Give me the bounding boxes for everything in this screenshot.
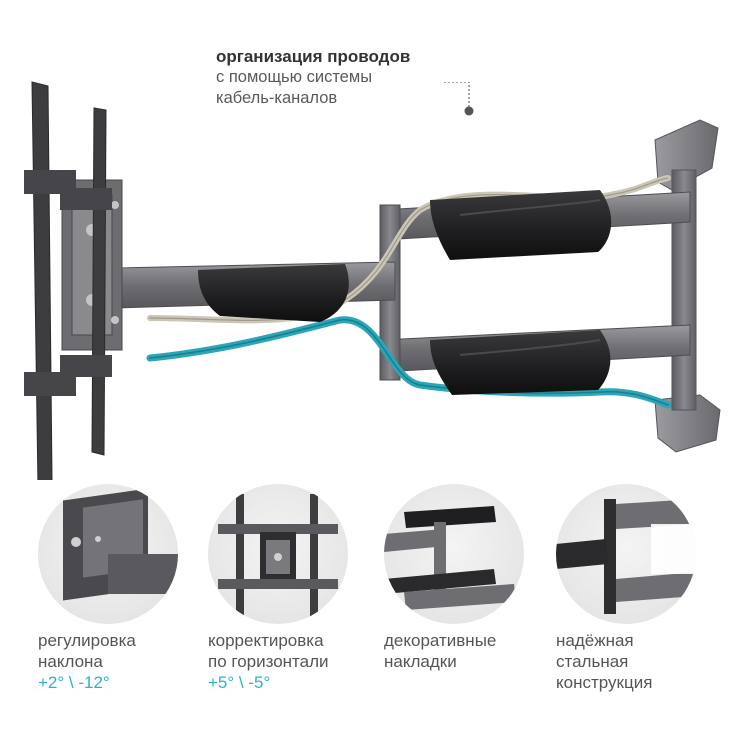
cables — [146, 175, 672, 409]
feature-tilt-label-2: наклона — [38, 652, 103, 671]
callout-line-2: кабель-каналов — [216, 89, 338, 107]
feature-steel-label-2: стальная — [556, 652, 629, 671]
feature-steel-label-3: конструкция — [556, 673, 653, 692]
cable-management-callout: организация проводов с помощью системы к… — [216, 46, 410, 109]
tv-rails — [24, 81, 112, 480]
feature-tilt: регулировка наклона +2° \ -12° — [38, 484, 188, 693]
feature-tilt-image — [38, 484, 178, 624]
feature-covers-label-1: декоративные — [384, 631, 497, 650]
tv-wall-mount-illustration — [24, 81, 721, 480]
feature-covers: декоративные накладки — [384, 484, 534, 672]
callout-leader-line — [444, 82, 474, 116]
feature-horizontal-label-1: корректировка — [208, 631, 324, 650]
feature-horizontal-image — [208, 484, 348, 624]
feature-tilt-label-1: регулировка — [38, 631, 136, 650]
feature-steel-label-1: надёжная — [556, 631, 634, 650]
feature-horizontal-label-2: по горизонтали — [208, 652, 329, 671]
feature-covers-label-2: накладки — [384, 652, 457, 671]
feature-steel-image — [556, 484, 696, 624]
callout-title: организация проводов — [216, 47, 411, 66]
decorative-covers — [198, 190, 612, 395]
feature-horizontal: корректировка по горизонтали +5° \ -5° — [208, 484, 358, 693]
feature-steel: надёжная стальная конструкция — [556, 484, 706, 693]
feature-tilt-range: +2° \ -12° — [38, 673, 110, 692]
feature-horizontal-range: +5° \ -5° — [208, 673, 271, 692]
feature-covers-image — [384, 484, 524, 624]
callout-line-1: с помощью системы — [216, 68, 373, 86]
